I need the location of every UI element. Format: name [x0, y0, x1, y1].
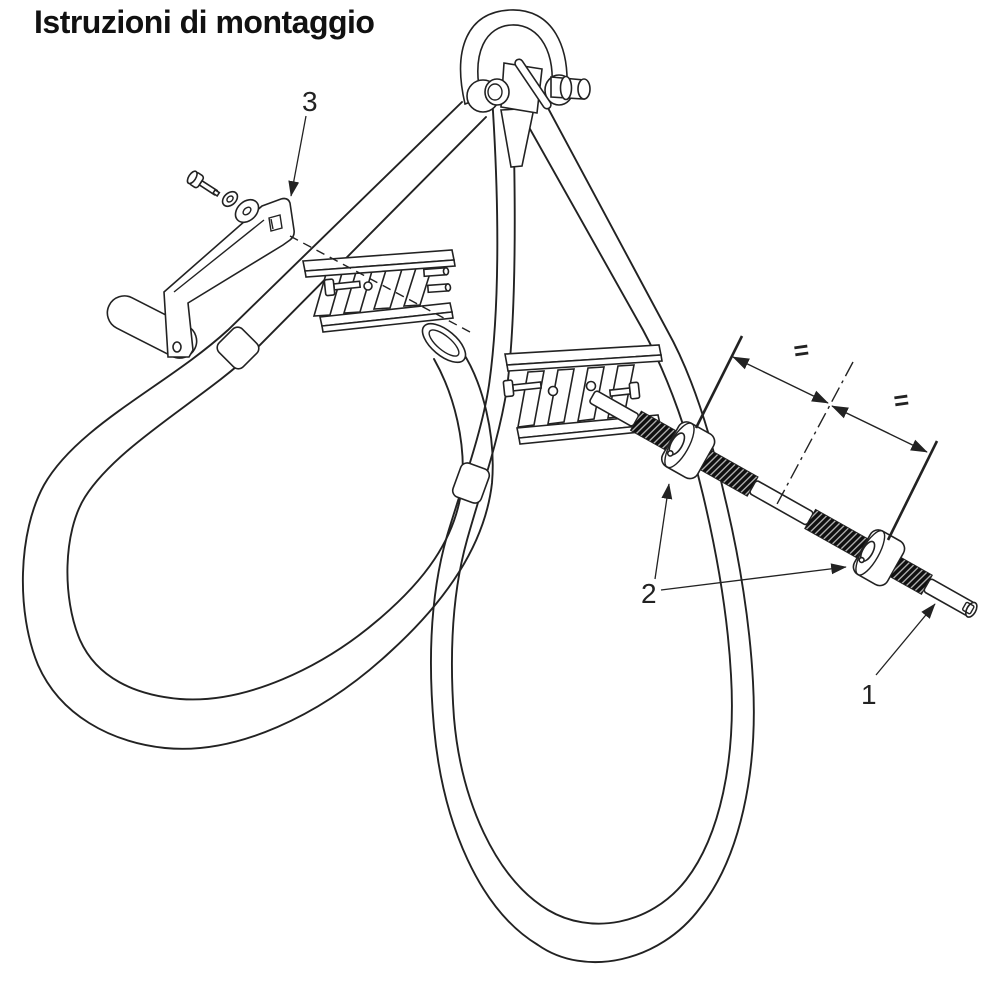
callout-1-number: 1	[861, 679, 877, 710]
equal-mark-left: =	[792, 334, 811, 366]
set-screw-hole	[666, 449, 674, 457]
rail-stud	[426, 283, 452, 294]
flat-washer	[234, 198, 260, 224]
callout-2-leader	[654, 483, 673, 580]
right-sleeve	[451, 462, 491, 504]
callout-2-number: 2	[641, 578, 657, 609]
extension-line	[886, 440, 939, 541]
callout-2: 2	[641, 483, 847, 609]
dimension-arrow	[732, 356, 829, 404]
bracket-square-hole	[268, 214, 283, 232]
bracket-hole	[172, 341, 182, 353]
shackle-pin-handle	[514, 58, 552, 110]
rail-bolt	[323, 278, 362, 297]
left-sleeve	[216, 326, 260, 370]
bracket-body	[163, 197, 295, 358]
center-line	[775, 361, 854, 507]
handle-bracket	[106, 170, 295, 359]
dimension-arrow	[831, 405, 928, 453]
page-title: Istruzioni di montaggio	[34, 4, 375, 40]
dimension-annotation: = =	[694, 334, 939, 541]
right-loop-tube	[429, 94, 755, 964]
shackle-tongue	[500, 107, 535, 168]
rail-hole	[363, 281, 373, 291]
left-loop-tube	[21, 101, 494, 750]
rack-rail-lower	[502, 344, 663, 445]
callout-3: 3	[288, 86, 318, 197]
rack-rail-upper	[302, 249, 456, 333]
rail-bolt	[502, 379, 543, 398]
rail-bolt	[608, 381, 641, 400]
callout-1-leader	[875, 603, 936, 676]
callout-3-number: 3	[302, 86, 318, 117]
rail-hole	[585, 380, 597, 392]
extension-line	[694, 335, 744, 429]
mounting-dashed-line	[289, 235, 471, 333]
set-screw-hole	[858, 556, 865, 564]
lock-washer	[221, 190, 239, 208]
callout-2-leader	[660, 563, 847, 591]
callout-3-leader	[288, 115, 307, 197]
callout-1: 1	[861, 603, 936, 710]
tube-open-end	[421, 322, 467, 364]
rail-hole	[547, 385, 559, 397]
bracket-screw	[186, 170, 221, 198]
rail-stud	[422, 266, 450, 278]
equal-mark-right: =	[892, 384, 911, 416]
shackle	[459, 9, 591, 168]
rod-end	[923, 578, 978, 618]
threaded-rod	[589, 390, 978, 618]
